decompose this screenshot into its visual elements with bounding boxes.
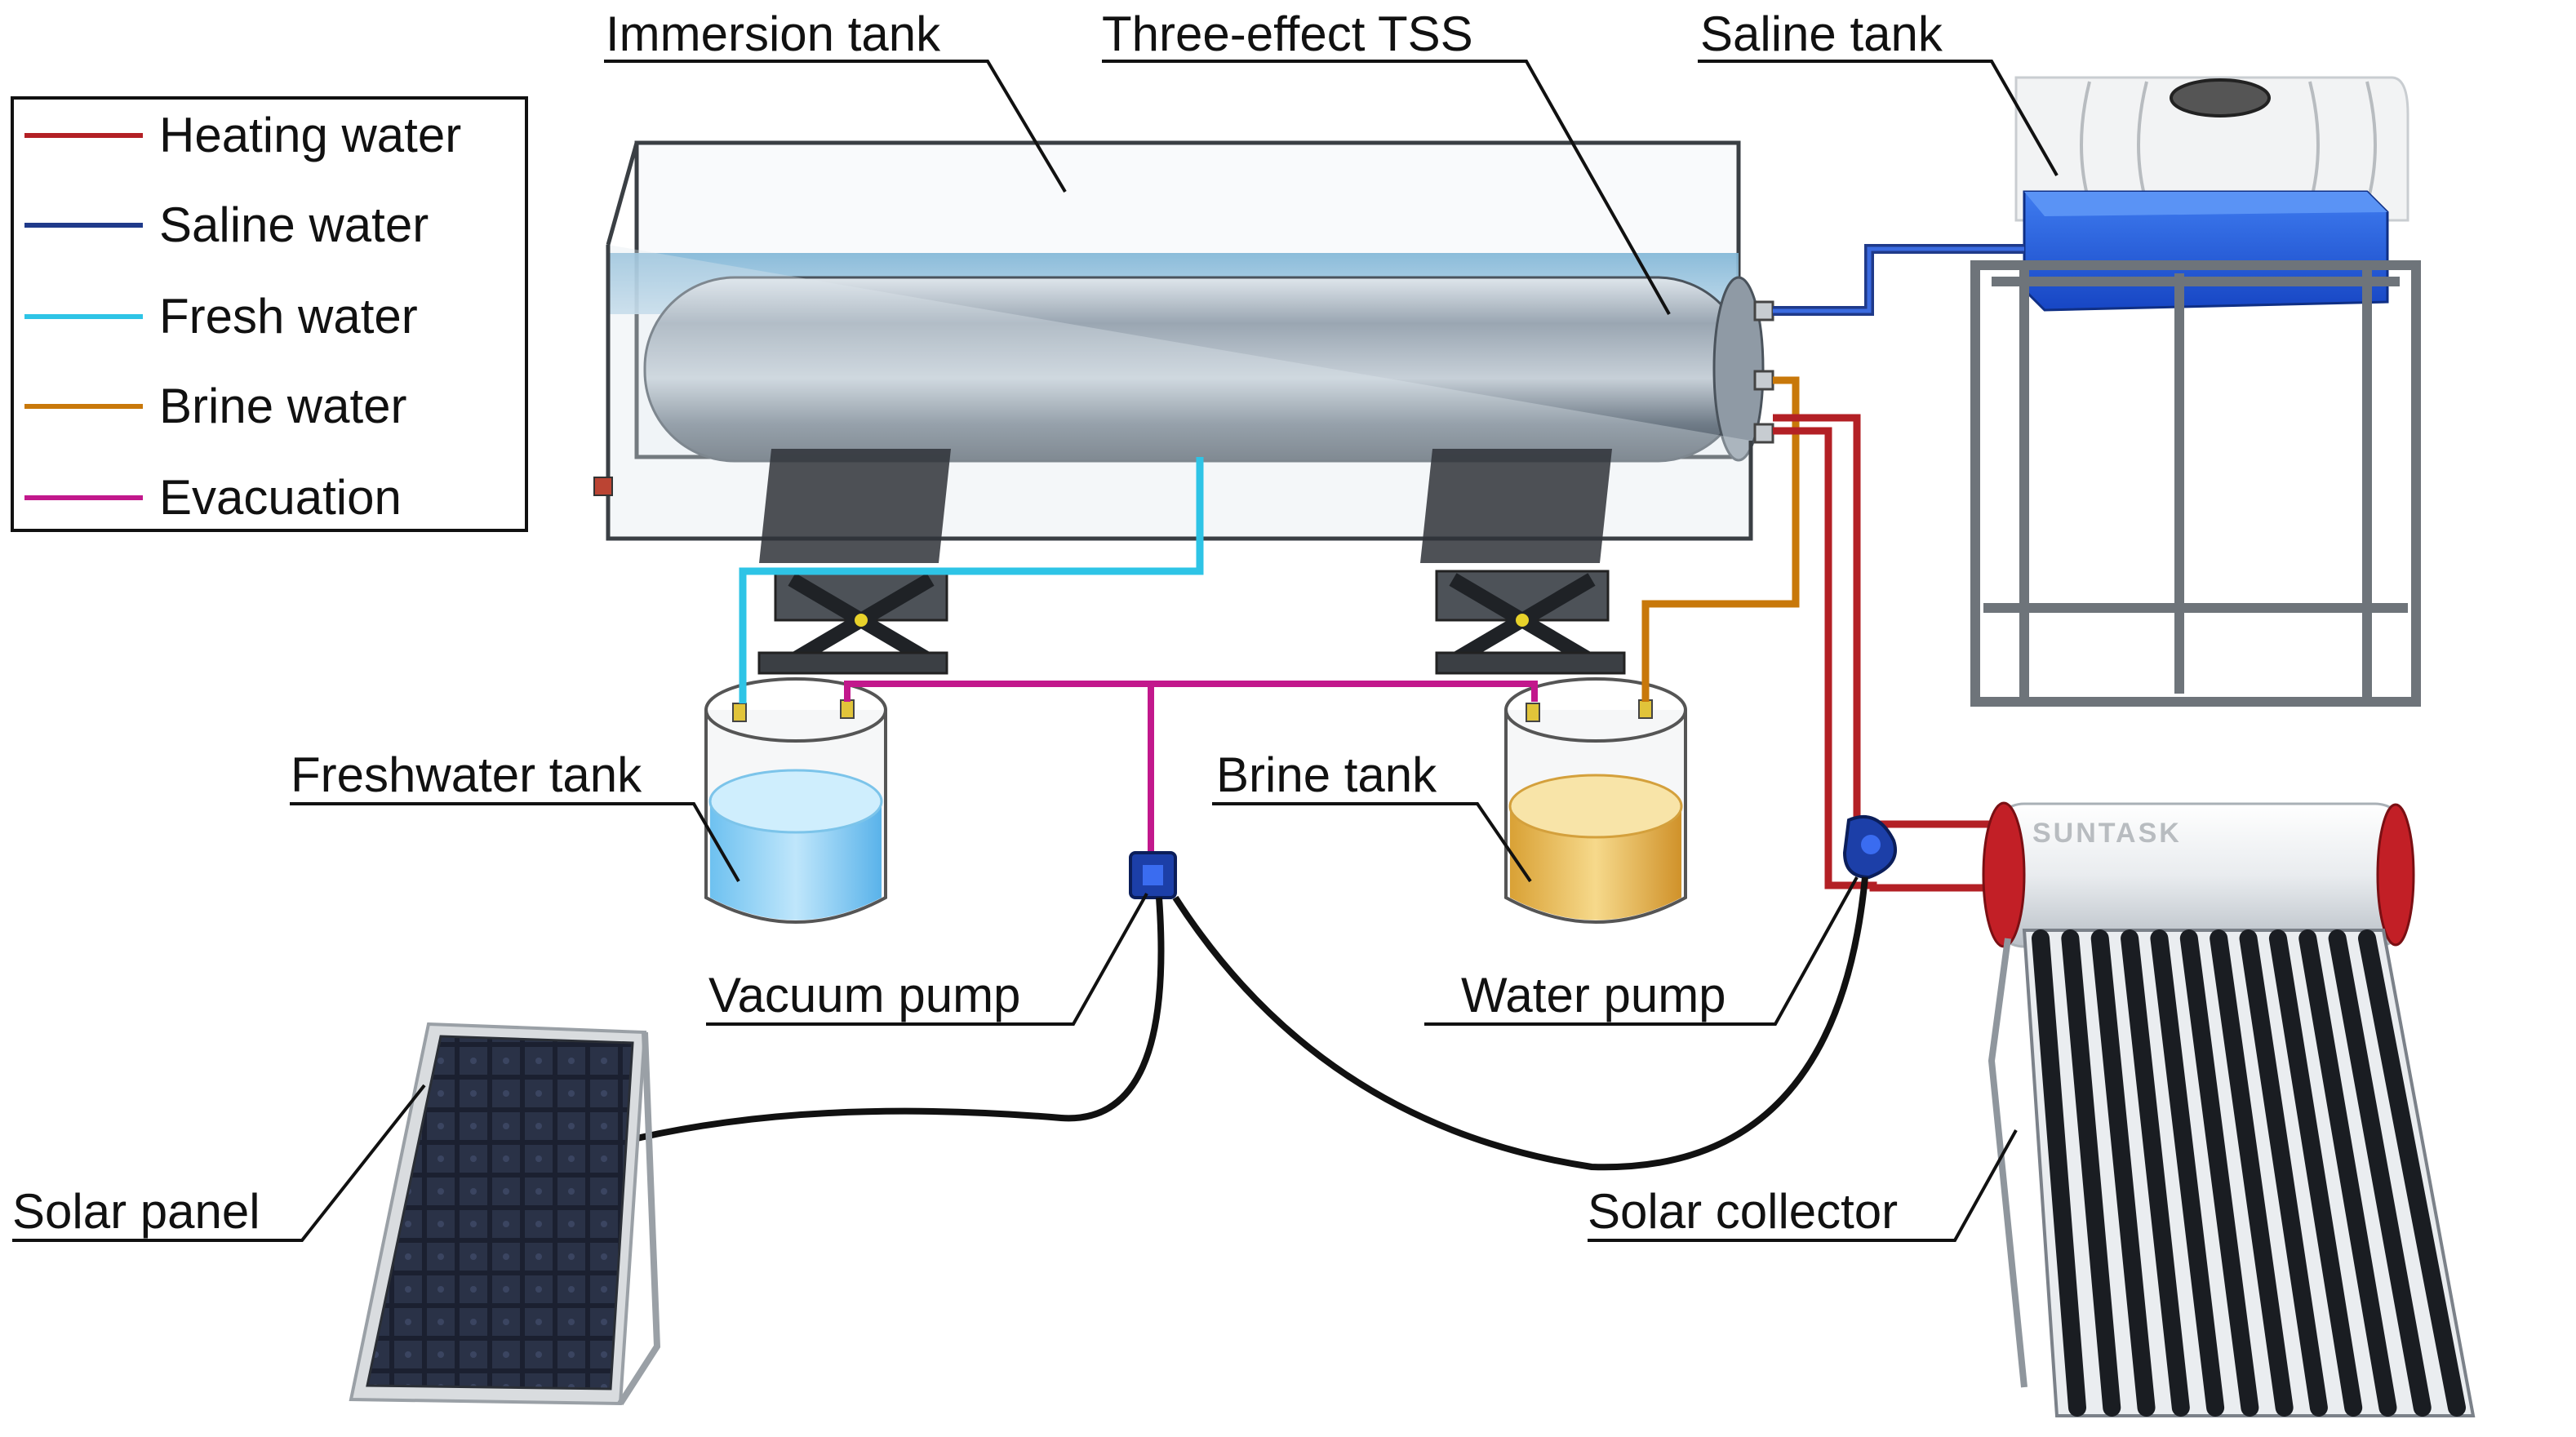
leader-freshwater-tank <box>290 802 740 883</box>
legend-label-brine-water: Brine water <box>159 379 406 433</box>
brine-water-pipe <box>1641 376 1800 702</box>
saline-tank-lid <box>2170 78 2271 118</box>
label-solar-panel: Solar panel <box>12 1184 260 1239</box>
leader-vacuum-pump <box>706 893 1148 1026</box>
scissor-lift-right <box>1420 449 1626 675</box>
evacuated-tube <box>2032 929 2086 1417</box>
evacuated-tube <box>2210 929 2294 1417</box>
legend-item-saline-water: Saline water <box>24 197 429 252</box>
leader-brine-tank <box>1212 802 1532 883</box>
leader-solar-collector <box>1588 1129 2018 1242</box>
legend-label-evacuation: Evacuation <box>159 470 402 525</box>
brine-tank <box>1504 677 1687 924</box>
legend-label-fresh-water: Fresh water <box>159 289 418 344</box>
solar-panel <box>349 1022 661 1406</box>
label-brine-tank: Brine tank <box>1216 747 1437 802</box>
evacuated-tube <box>2298 929 2397 1417</box>
evacuated-tube <box>2239 929 2328 1417</box>
evacuated-tube <box>2150 929 2225 1417</box>
saline-tank-stand <box>1970 260 2421 707</box>
label-saline-tank: Saline tank <box>1700 7 1943 61</box>
leader-three-effect-tss <box>1102 60 1671 315</box>
evacuated-tube <box>2090 929 2156 1417</box>
solar-collector-tubes <box>2022 929 2476 1417</box>
evacuated-tube <box>2179 929 2259 1417</box>
label-vacuum-pump: Vacuum pump <box>708 968 1020 1022</box>
vacuum-pump <box>1129 851 1177 899</box>
solar-collector-brand: SUNTASK <box>2032 818 2182 849</box>
three-effect-tss-cylinder <box>643 276 1765 463</box>
heating-water-pipe-2 <box>1773 414 2008 828</box>
saline-tank <box>1970 76 2421 707</box>
label-water-pump: Water pump <box>1461 968 1726 1022</box>
legend: Heating water Saline water Fresh water B… <box>11 96 528 532</box>
legend-label-saline-water: Saline water <box>159 197 429 252</box>
legend-item-heating-water: Heating water <box>24 108 461 162</box>
leader-lines <box>12 60 2059 1242</box>
evacuated-tube <box>2328 929 2432 1417</box>
label-freshwater-tank: Freshwater tank <box>291 747 642 802</box>
evacuated-tube <box>2061 929 2121 1417</box>
scissor-lift-left <box>757 449 951 675</box>
evacuation-pipe <box>844 681 1538 853</box>
legend-item-fresh-water: Fresh water <box>24 289 418 344</box>
evacuated-tube <box>2268 929 2363 1417</box>
water-pump <box>1842 815 1897 880</box>
leader-solar-panel <box>12 1084 426 1242</box>
label-three-effect-tss: Three-effect TSS <box>1102 7 1473 61</box>
solar-collector-heater-tank: SUNTASK <box>1982 801 2415 948</box>
saline-water-pipe <box>1773 244 2024 316</box>
legend-item-brine-water: Brine water <box>24 379 406 433</box>
fresh-water-pipe <box>739 457 1204 703</box>
legend-label-heating-water: Heating water <box>159 108 461 162</box>
evacuated-tube <box>2358 929 2466 1417</box>
solar-collector: SUNTASK <box>1982 801 2476 1417</box>
leader-water-pump <box>1424 876 1859 1026</box>
cable-panel-to-vacuum-pump <box>636 897 1165 1142</box>
legend-item-evacuation: Evacuation <box>24 470 402 525</box>
label-solar-collector: Solar collector <box>1588 1184 1898 1239</box>
label-immersion-tank: Immersion tank <box>606 7 941 61</box>
leader-saline-tank <box>1698 60 2059 176</box>
freshwater-tank <box>704 677 887 924</box>
cable-vacuum-pump-to-water-pump <box>1172 876 1868 1171</box>
evacuated-tube <box>2121 929 2190 1417</box>
leader-immersion-tank <box>604 60 1067 193</box>
